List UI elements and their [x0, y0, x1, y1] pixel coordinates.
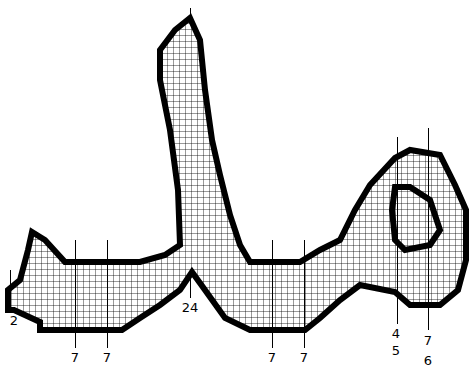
- callout-number: 4: [392, 326, 400, 341]
- callout-number: 5: [392, 343, 400, 358]
- callout-number: 6: [424, 353, 432, 368]
- callout-number: 7: [71, 350, 79, 365]
- glyph-outline: [8, 18, 466, 330]
- callout-number: 7: [103, 350, 111, 365]
- callout-number: 7: [268, 350, 276, 365]
- callout-number: 2: [10, 313, 18, 328]
- callout-number: 7: [424, 333, 432, 348]
- callout-number: 7: [300, 350, 308, 365]
- dimension-ticks: [11, 8, 429, 348]
- glyph-loop: [392, 187, 440, 250]
- callout-number: 24: [182, 300, 199, 315]
